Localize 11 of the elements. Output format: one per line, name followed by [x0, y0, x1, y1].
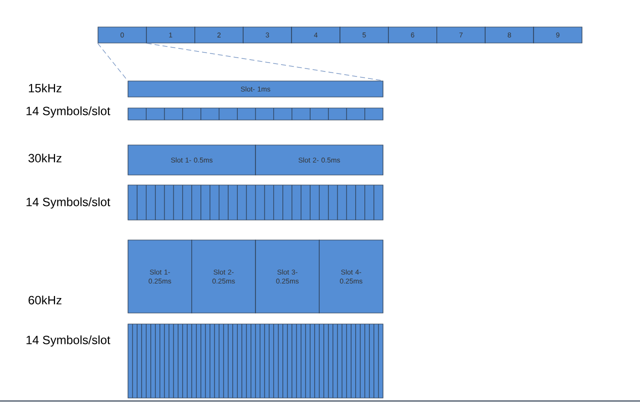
row-label: 30kHz: [28, 154, 62, 162]
zoom-line: [146, 43, 384, 81]
symbol-row: [128, 324, 384, 398]
row-label: 14 Symbols/slot: [26, 197, 110, 209]
row-label: 15kHz: [28, 84, 62, 92]
zoom-line: [97, 43, 128, 81]
symbol-row: [128, 184, 384, 220]
symbol-row: [128, 108, 384, 120]
row-label: 14 Symbols/slot: [26, 106, 110, 118]
row-label: 14 Symbols/slot: [26, 335, 110, 347]
row-label: 60kHz: [28, 296, 62, 304]
